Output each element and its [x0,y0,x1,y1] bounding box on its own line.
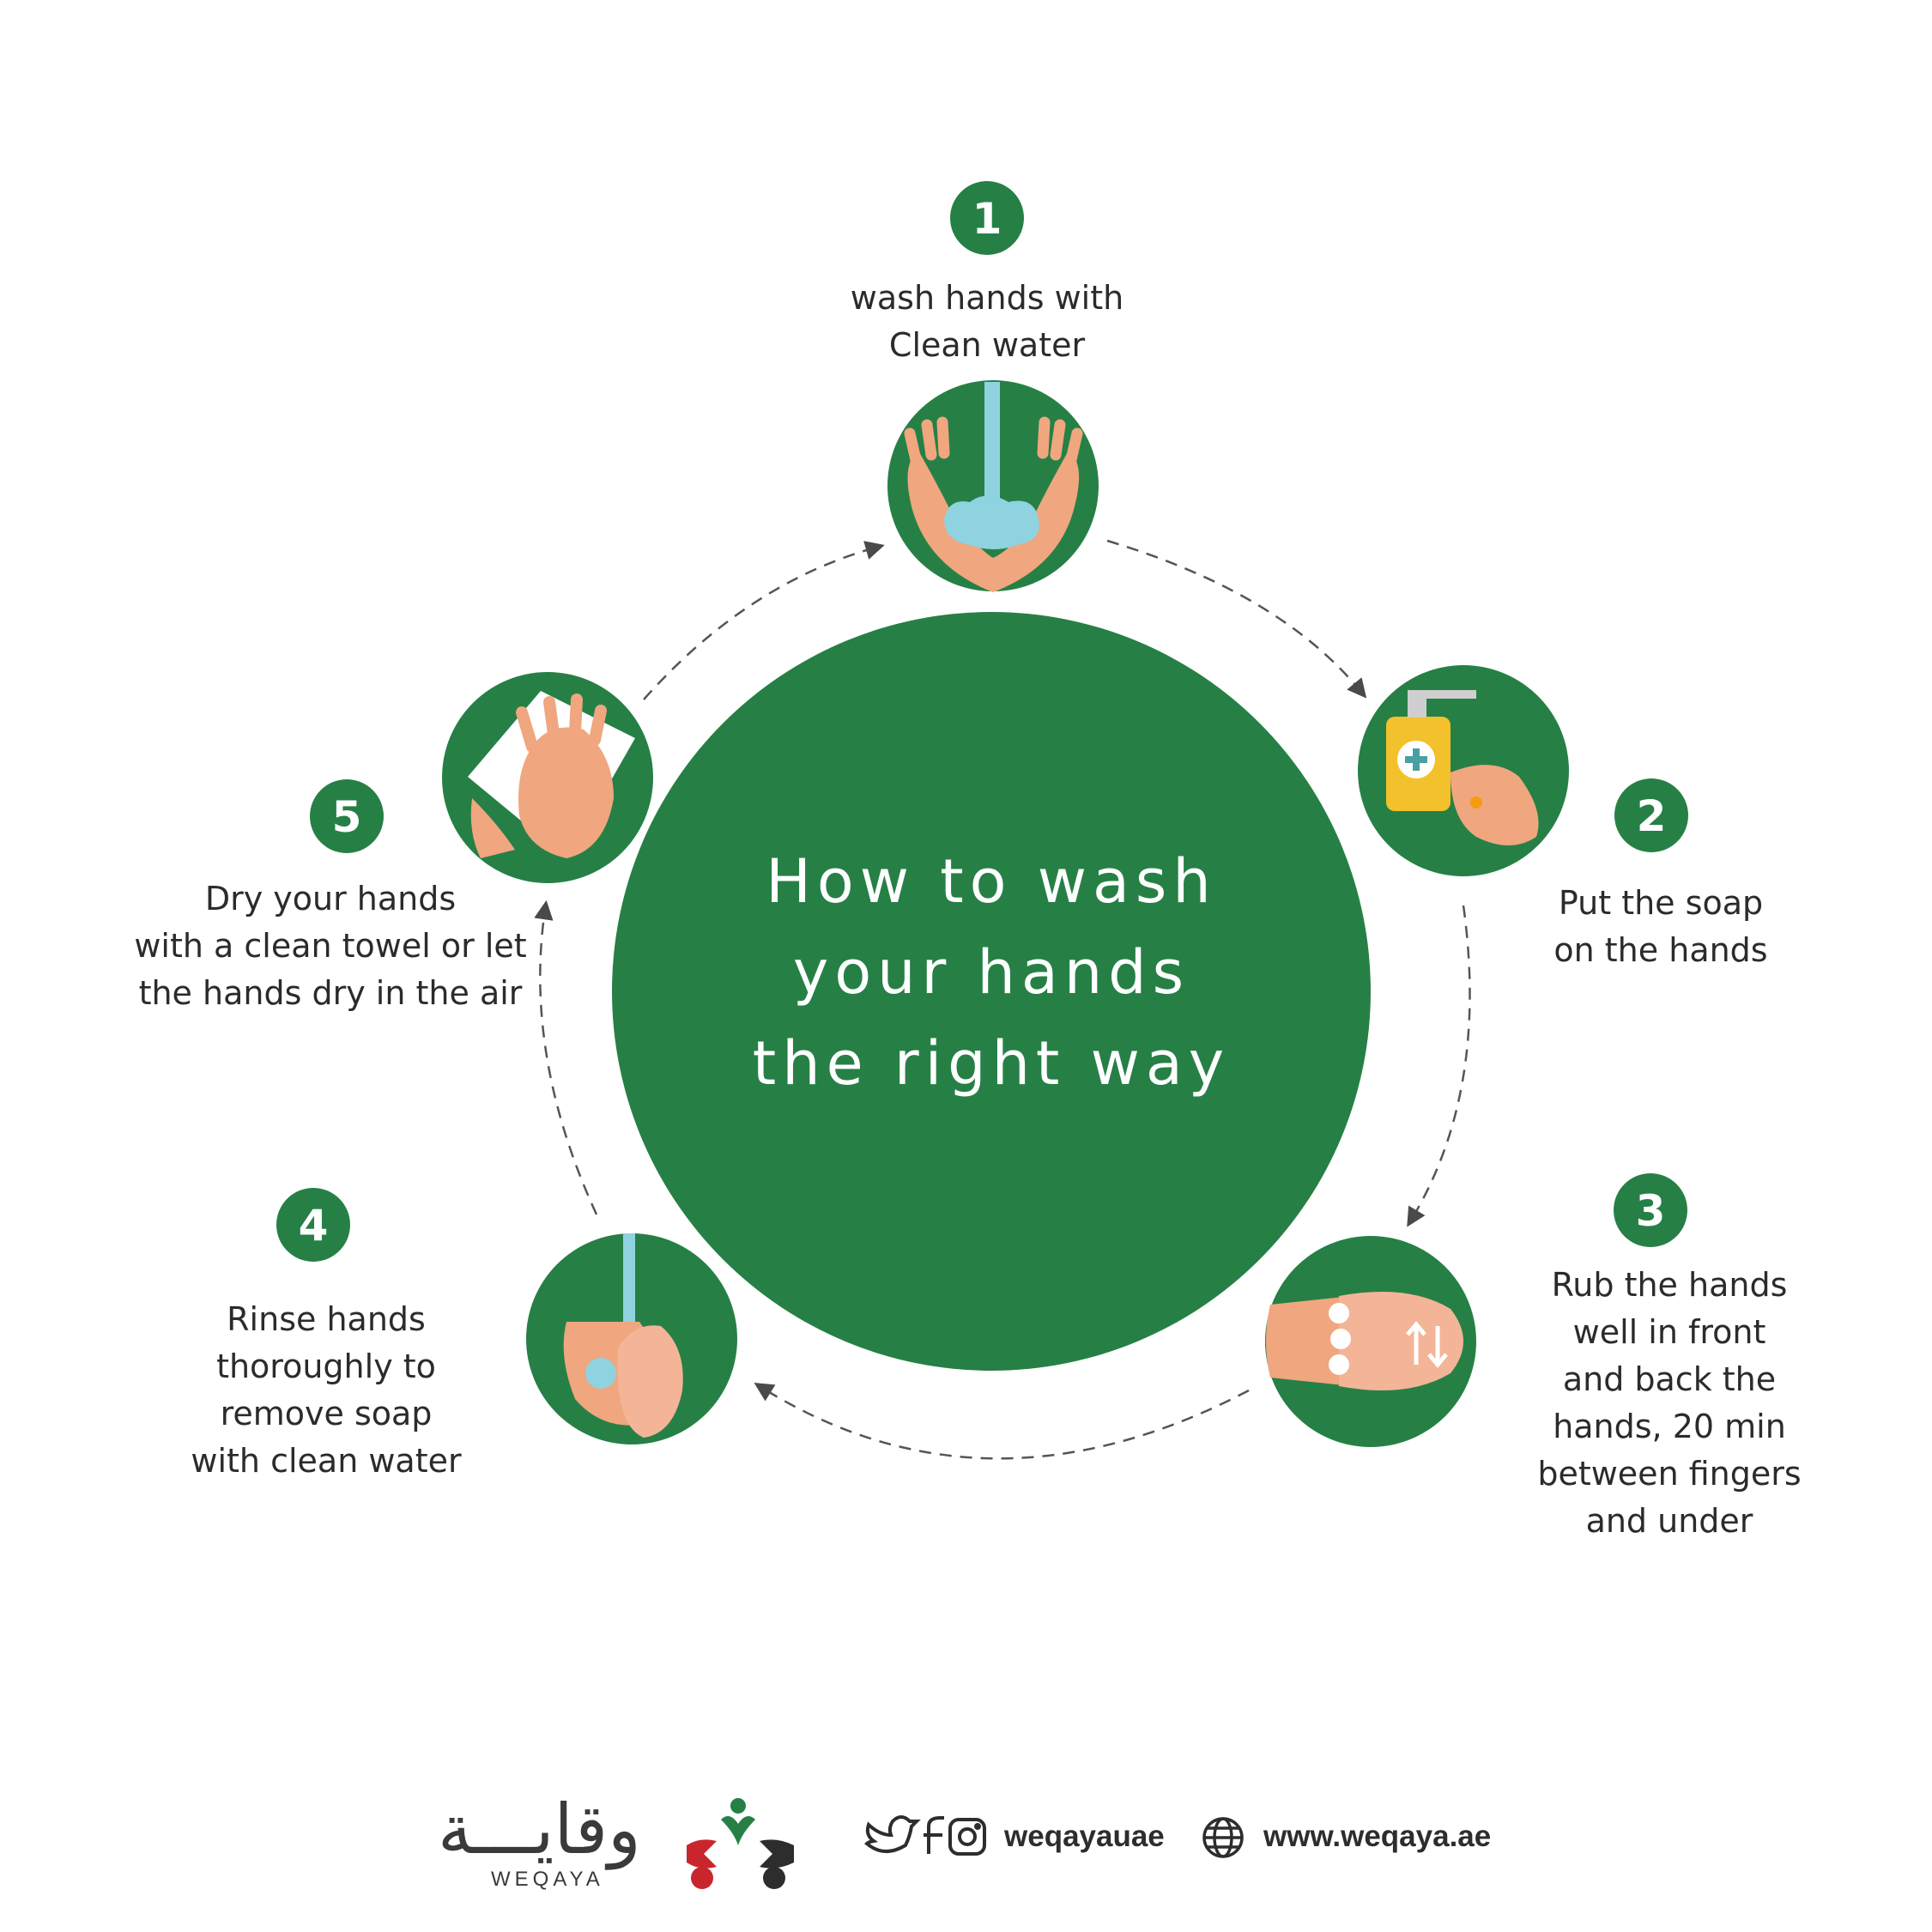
step-5-text: Dry your hands with a clean towel or let… [120,875,541,1017]
title-line-3: the right way [752,1028,1231,1099]
step-2-line: on the hands [1553,931,1768,969]
step-badges [276,181,1688,1262]
rinsing-hands-icon [526,1233,737,1444]
step-1-line: Clean water [888,326,1086,364]
step-3-line: well in front [1572,1313,1766,1351]
instagram-icon [948,1818,986,1856]
step-5-line: with a clean towel or let [134,927,527,965]
badge-5 [310,779,384,853]
badge-3 [1614,1173,1687,1247]
badge-1-number: 1 [972,194,1002,244]
social-handle[interactable]: weqayauae [1004,1820,1165,1853]
title-line-1: How to wash [766,846,1217,917]
step-3-line: Rub the hands [1551,1266,1788,1304]
arrow-1-to-2 [1106,539,1367,699]
weqaya-logo-symbol [687,1798,794,1889]
soap-dispenser-icon [1358,665,1569,876]
hands-under-water-icon [887,380,1099,592]
step-4-line: Rinse hands [227,1300,426,1338]
step-1-line: wash hands with [850,279,1124,317]
step-5-line: the hands dry in the air [138,974,523,1012]
arrow-4-to-5 [534,899,598,1215]
logo-english: WEQAYA [491,1868,604,1891]
step-3-text: Rub the hands well in front and back the… [1515,1262,1824,1545]
center-circle [612,612,1371,1371]
facebook-icon [924,1816,944,1854]
arrow-3-to-4 [754,1383,1250,1460]
badge-4-number: 4 [299,1201,329,1251]
badge-2 [1614,778,1688,852]
arrow-2-to-3 [1407,905,1471,1227]
step-3-line: hands, 20 min [1553,1408,1786,1445]
badge-4 [276,1188,350,1262]
badge-3-number: 3 [1636,1186,1666,1236]
step-2-text: Put the soap on the hands [1498,880,1824,974]
logo-arabic: وقايـــة [438,1790,641,1869]
badge-5-number: 5 [332,792,362,842]
step-2-line: Put the soap [1558,884,1764,922]
badge-1 [950,181,1024,255]
twitter-icon [864,1815,921,1853]
step-4-line: with clean water [191,1442,462,1480]
step-4-text: Rinse hands thoroughly to remove soap wi… [163,1296,489,1485]
step-3-line: between fingers [1537,1455,1802,1493]
step-4-line: remove soap [220,1395,433,1432]
arrow-5-to-1 [643,541,885,700]
step-3-line: and under [1585,1502,1753,1540]
cycle-arrows [534,539,1471,1460]
towel-drying-icon [442,672,653,883]
step-5-line: Dry your hands [204,880,457,918]
step-3-line: and back the [1562,1360,1777,1398]
rubbing-hands-icon [1265,1236,1476,1447]
step-1-text: wash hands with Clean water [772,275,1202,369]
website-link[interactable]: www.weqaya.ae [1263,1820,1492,1853]
step-4-line: thoroughly to [216,1348,436,1385]
badge-2-number: 2 [1637,791,1667,841]
globe-icon [1202,1817,1244,1858]
title-line-2: your hands [792,937,1190,1008]
